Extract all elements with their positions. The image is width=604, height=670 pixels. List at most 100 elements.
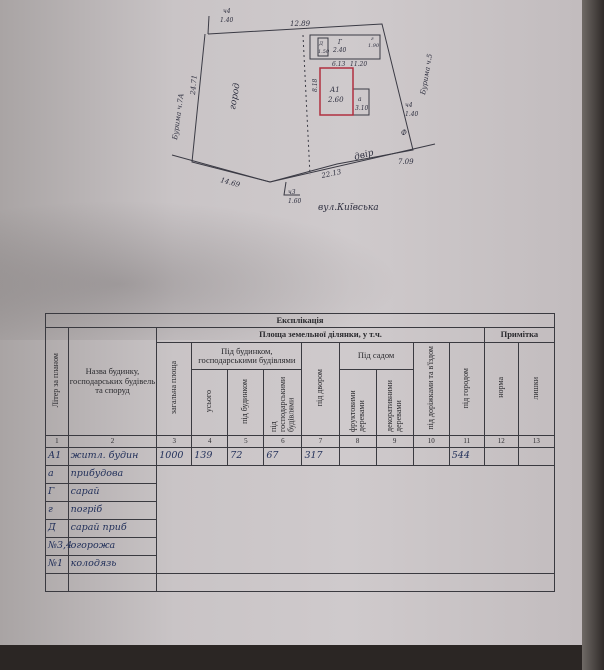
name-cell: огорожа	[67, 537, 158, 556]
litera-cell: а	[45, 465, 69, 484]
header-decor: декоративними деревами	[375, 369, 414, 436]
value-cell	[517, 447, 556, 466]
column-number: 4	[191, 435, 229, 448]
well-symbol: Ф	[401, 129, 407, 137]
header-litera: Літер за планом	[45, 327, 69, 436]
column-number: 13	[517, 435, 556, 448]
header-name: Назва будинку, господарських будівель та…	[67, 327, 158, 436]
yard-label: двір	[353, 148, 375, 163]
column-number: 8	[338, 435, 377, 448]
empty-cell	[156, 573, 555, 592]
box-n: ч3	[288, 189, 296, 196]
d-area: 1.50	[318, 49, 330, 55]
name-cell: житл. будин	[67, 447, 158, 466]
header-under-outbuildings: під господарськими будівлями	[263, 369, 303, 436]
plot-boundary	[191, 23, 414, 183]
dim-left: 24.71	[189, 75, 199, 97]
house-h: 8.18	[312, 78, 319, 92]
table-title: Експлікація	[45, 313, 555, 328]
value-cell	[375, 447, 414, 466]
barn	[309, 34, 381, 60]
empty-cell	[156, 465, 555, 574]
house-w: 6.13	[332, 61, 346, 68]
house-a1	[319, 67, 354, 116]
column-number: 3	[156, 435, 193, 448]
header-garden: Під садом	[338, 342, 414, 370]
tl-box: 1.40	[220, 17, 234, 24]
d-label: Д	[318, 41, 324, 47]
value-cell: 1000	[156, 447, 193, 466]
header-fruit: фруктовими деревами	[338, 369, 377, 436]
name-cell: колодязь	[67, 555, 158, 574]
column-number: 9	[375, 435, 414, 448]
header-yard: під двором	[301, 342, 340, 436]
header-note: Примітка	[483, 327, 556, 343]
column-number: 12	[483, 435, 519, 448]
value-cell: 67	[263, 447, 303, 466]
tl-n: ч4	[223, 8, 231, 15]
value-cell	[412, 447, 450, 466]
name-cell: погріб	[67, 501, 158, 520]
column-number: 5	[227, 435, 265, 448]
header-under-buildings: Під будинком, господарськими будівлями	[191, 342, 303, 370]
header-excess: лишки	[517, 342, 556, 436]
column-number: 7	[301, 435, 340, 448]
right-box-n: ч4	[405, 102, 413, 109]
header-vegetable: під городом	[448, 342, 485, 436]
header-area: Площа земельної ділянки, у т.ч.	[156, 327, 485, 343]
dim-right-bottom: 7.09	[398, 158, 414, 166]
header-under-house: під будинком	[227, 369, 265, 436]
barn-len: 11.20	[350, 61, 367, 68]
g-label: г	[371, 36, 374, 42]
right-box: 1.40	[405, 111, 419, 118]
left-street: Бурима ч.7А	[171, 93, 186, 141]
value-cell: 544	[448, 447, 485, 466]
value-cell	[483, 447, 519, 466]
house-label: А1	[329, 86, 340, 94]
g-area: 1.90	[368, 43, 380, 49]
column-number: 2	[67, 435, 158, 448]
litera-cell: А1	[45, 447, 69, 466]
site-plan: 12.89 ч4 1.40 24.71 Бурима ч.7А город дв…	[171, 8, 436, 213]
litera-cell: г	[45, 501, 69, 520]
empty-cell	[45, 573, 69, 592]
value-cell: 317	[301, 447, 340, 466]
house-area: 2.60	[327, 96, 344, 104]
name-cell: прибудова	[67, 465, 158, 484]
barn-label: Г	[337, 39, 343, 46]
header-norm: норма	[483, 342, 519, 436]
name-cell: сарай приб	[67, 519, 158, 538]
page-edge	[582, 0, 604, 670]
litera-cell: Г	[45, 483, 69, 502]
dim-top: 12.89	[290, 20, 311, 28]
column-number: 1	[45, 435, 69, 448]
column-number: 11	[448, 435, 485, 448]
column-number: 6	[263, 435, 303, 448]
garden-label: город	[228, 82, 243, 110]
annex-label: а	[358, 96, 362, 103]
box: 1.60	[288, 198, 302, 205]
litera-cell: №3,4	[45, 537, 72, 556]
right-street: Бурима ч.5	[419, 53, 434, 97]
value-cell	[338, 447, 377, 466]
barn-area: 2.40	[332, 47, 347, 54]
empty-cell	[67, 573, 158, 592]
litera-cell: №1	[45, 555, 69, 574]
value-cell: 72	[227, 447, 265, 466]
explication-table: Експлікація Літер за планом Назва будинк…	[45, 313, 556, 592]
header-roads: під доріжками та в'їздом	[412, 342, 450, 436]
litera-cell: Д	[45, 519, 69, 538]
header-all: усього	[191, 369, 229, 436]
street-label: вул.Київська	[318, 203, 379, 213]
name-cell: сарай	[67, 483, 158, 502]
value-cell: 139	[191, 447, 229, 466]
header-total: загальна площа	[156, 342, 193, 436]
annex-area: 3.10	[355, 105, 369, 112]
column-number: 10	[412, 435, 450, 448]
